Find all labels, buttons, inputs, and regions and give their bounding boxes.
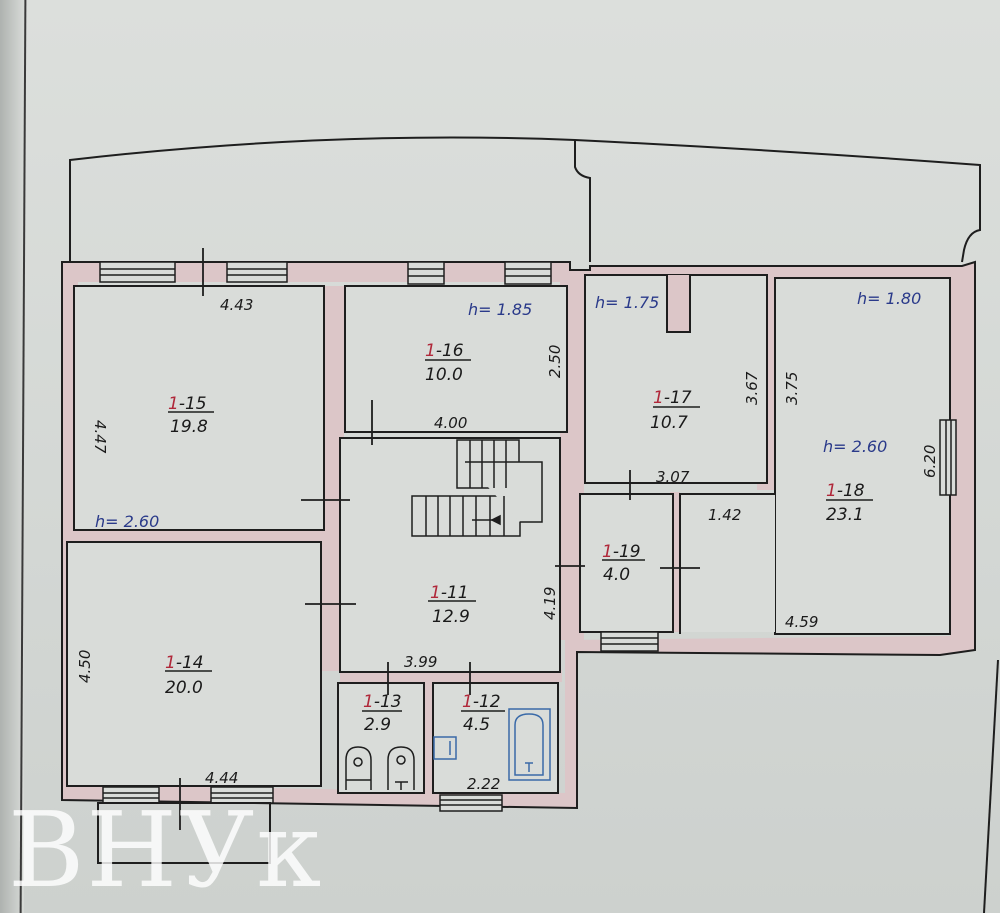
dim-1-18-inner: 1.42 (708, 506, 741, 524)
window (600, 631, 659, 652)
room-area-1-15: 19.8 (170, 417, 208, 437)
dim-1-14-left: 4.50 (76, 650, 94, 683)
height-1-15: h= 2.60 (95, 512, 159, 531)
height-labels: h= 2.60 h= 1.85 h= 1.75 h= 1.80 h= 2.60 (95, 289, 921, 531)
height-1-17: h= 1.75 (595, 293, 659, 312)
window (939, 419, 957, 496)
room-1-15 (73, 285, 325, 531)
window (504, 261, 552, 285)
dim-1-18-bottom: 4.59 (785, 613, 818, 631)
room-area-1-12: 4.5 (463, 715, 490, 735)
room-number-1-12: 1-12 (462, 692, 501, 712)
room-1-16 (344, 285, 568, 433)
dim-1-11-right: 4.19 (541, 587, 559, 620)
dim-1-14-bottom: 4.44 (205, 769, 238, 787)
staircase (411, 439, 543, 537)
porch (97, 802, 271, 864)
room-area-1-19: 4.0 (603, 565, 630, 585)
room-area-1-13: 2.9 (364, 715, 391, 735)
room-1-19 (579, 493, 674, 633)
room-area-1-11: 12.9 (432, 607, 470, 627)
chimney-notch (666, 275, 691, 333)
window (226, 261, 288, 283)
bathroom-fixtures (345, 708, 551, 790)
dim-1-17-bottom: 3.07 (656, 468, 690, 486)
window (439, 794, 503, 812)
dim-1-12-bottom: 2.22 (467, 775, 500, 793)
door-marks (179, 248, 700, 830)
sink-icon (433, 736, 457, 760)
room-1-18 (774, 277, 951, 635)
dim-1-16-bottom: 4.00 (434, 414, 467, 432)
dim-1-18-left: 3.75 (783, 372, 801, 405)
room-area-1-16: 10.0 (425, 365, 463, 385)
room-1-14 (66, 541, 322, 787)
room-number-1-14: 1-14 (165, 653, 204, 673)
dim-1-16-right: 2.50 (546, 345, 564, 378)
height-1-18-top: h= 1.80 (857, 289, 921, 308)
dimension-labels: 4.43 4.47 4.00 2.50 3.07 3.67 3.75 6.20 … (76, 296, 939, 793)
room-area-1-14: 20.0 (165, 678, 203, 698)
dim-1-11-bottom: 3.99 (404, 653, 437, 671)
watermark-text: ВНУк (8, 789, 324, 911)
toilet-icon (345, 746, 372, 790)
room-number-1-18: 1-18 (826, 481, 865, 501)
bathtub-icon (508, 708, 551, 781)
page-right-edge (983, 659, 999, 913)
dim-1-17-right: 3.67 (743, 371, 761, 405)
toilet-icon (387, 746, 415, 790)
upper-outline (69, 136, 981, 263)
room-number-1-16: 1-16 (425, 341, 464, 361)
room-labels: 1-15 19.8 1-16 10.0 1-17 10.7 1-18 23.1 … (165, 341, 873, 735)
room-1-18-alcove (680, 494, 775, 632)
room-area-1-17: 10.7 (650, 413, 688, 433)
room-number-1-17: 1-17 (653, 388, 692, 408)
dim-1-15-top: 4.43 (220, 296, 253, 314)
dim-1-15-left: 4.47 (91, 420, 109, 454)
room-number-1-19: 1-19 (602, 542, 641, 562)
window (210, 786, 274, 804)
height-1-18: h= 2.60 (823, 437, 887, 456)
window (407, 261, 445, 285)
room-1-13 (337, 682, 425, 794)
room-area-1-18: 23.1 (826, 505, 864, 525)
room-number-1-11: 1-11 (430, 583, 469, 603)
dim-1-18-right: 6.20 (921, 445, 939, 478)
room-number-1-13: 1-13 (363, 692, 402, 712)
room-number-1-15: 1-15 (168, 394, 207, 414)
height-1-16: h= 1.85 (468, 300, 532, 319)
window (99, 261, 176, 283)
